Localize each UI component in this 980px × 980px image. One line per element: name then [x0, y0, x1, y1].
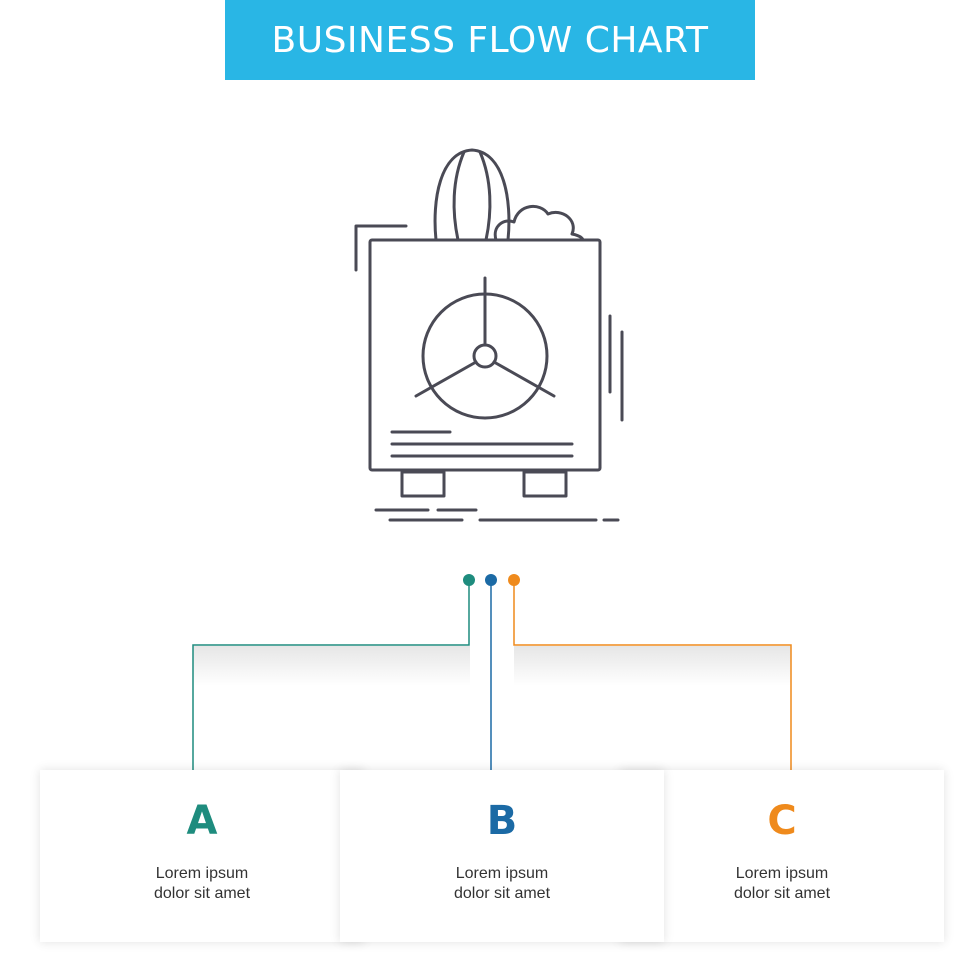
step-text-a-line1: Lorem ipsum: [155, 865, 249, 882]
cloud-outline: [493, 205, 585, 242]
safe-foot-left: [400, 470, 446, 498]
safe-with-globe-and-cloud-icon: [354, 148, 624, 522]
safe-body: [368, 238, 602, 472]
dial-spoke-right: [492, 360, 556, 398]
step-card-c: C Lorem ipsum dolor sit amet: [620, 770, 944, 942]
dial-center: [472, 343, 498, 369]
step-text-b-line1: Lorem ipsum: [455, 865, 549, 882]
corner-accent: [354, 224, 408, 272]
step-text-a-line2: dolor sit amet: [153, 885, 251, 902]
title-banner: BUSINESS FLOW CHART: [225, 0, 755, 80]
globe-outline: [433, 148, 511, 242]
connector-line-c: [513, 580, 792, 780]
flow-connectors: [192, 574, 792, 780]
globe-seam-left: [452, 150, 466, 242]
dial-spoke-left: [414, 360, 478, 398]
step-card-a: A Lorem ipsum dolor sit amet: [40, 770, 364, 942]
connector-line-a: [192, 580, 470, 780]
step-text-c-line1: Lorem ipsum: [735, 865, 829, 882]
connector-dot-a: [463, 574, 475, 586]
connector-shadow-left: [193, 646, 470, 686]
step-letter-c: C: [767, 798, 797, 844]
page-title: BUSINESS FLOW CHART: [271, 19, 709, 61]
step-text-b: Lorem ipsum dolor sit amet: [340, 864, 664, 904]
step-text-b-line2: dolor sit amet: [453, 885, 551, 902]
step-text-a: Lorem ipsum dolor sit amet: [40, 864, 364, 904]
safe-foot-right: [522, 470, 568, 498]
connector-dot-c: [508, 574, 520, 586]
step-text-c: Lorem ipsum dolor sit amet: [620, 864, 944, 904]
connector-shadow-right: [514, 646, 791, 686]
step-card-b: B Lorem ipsum dolor sit amet: [340, 770, 664, 942]
connector-dot-b: [485, 574, 497, 586]
globe-seam-right: [478, 150, 492, 242]
step-letter-a: A: [186, 798, 218, 844]
step-letter-b: B: [486, 798, 518, 844]
step-text-c-line2: dolor sit amet: [733, 885, 831, 902]
